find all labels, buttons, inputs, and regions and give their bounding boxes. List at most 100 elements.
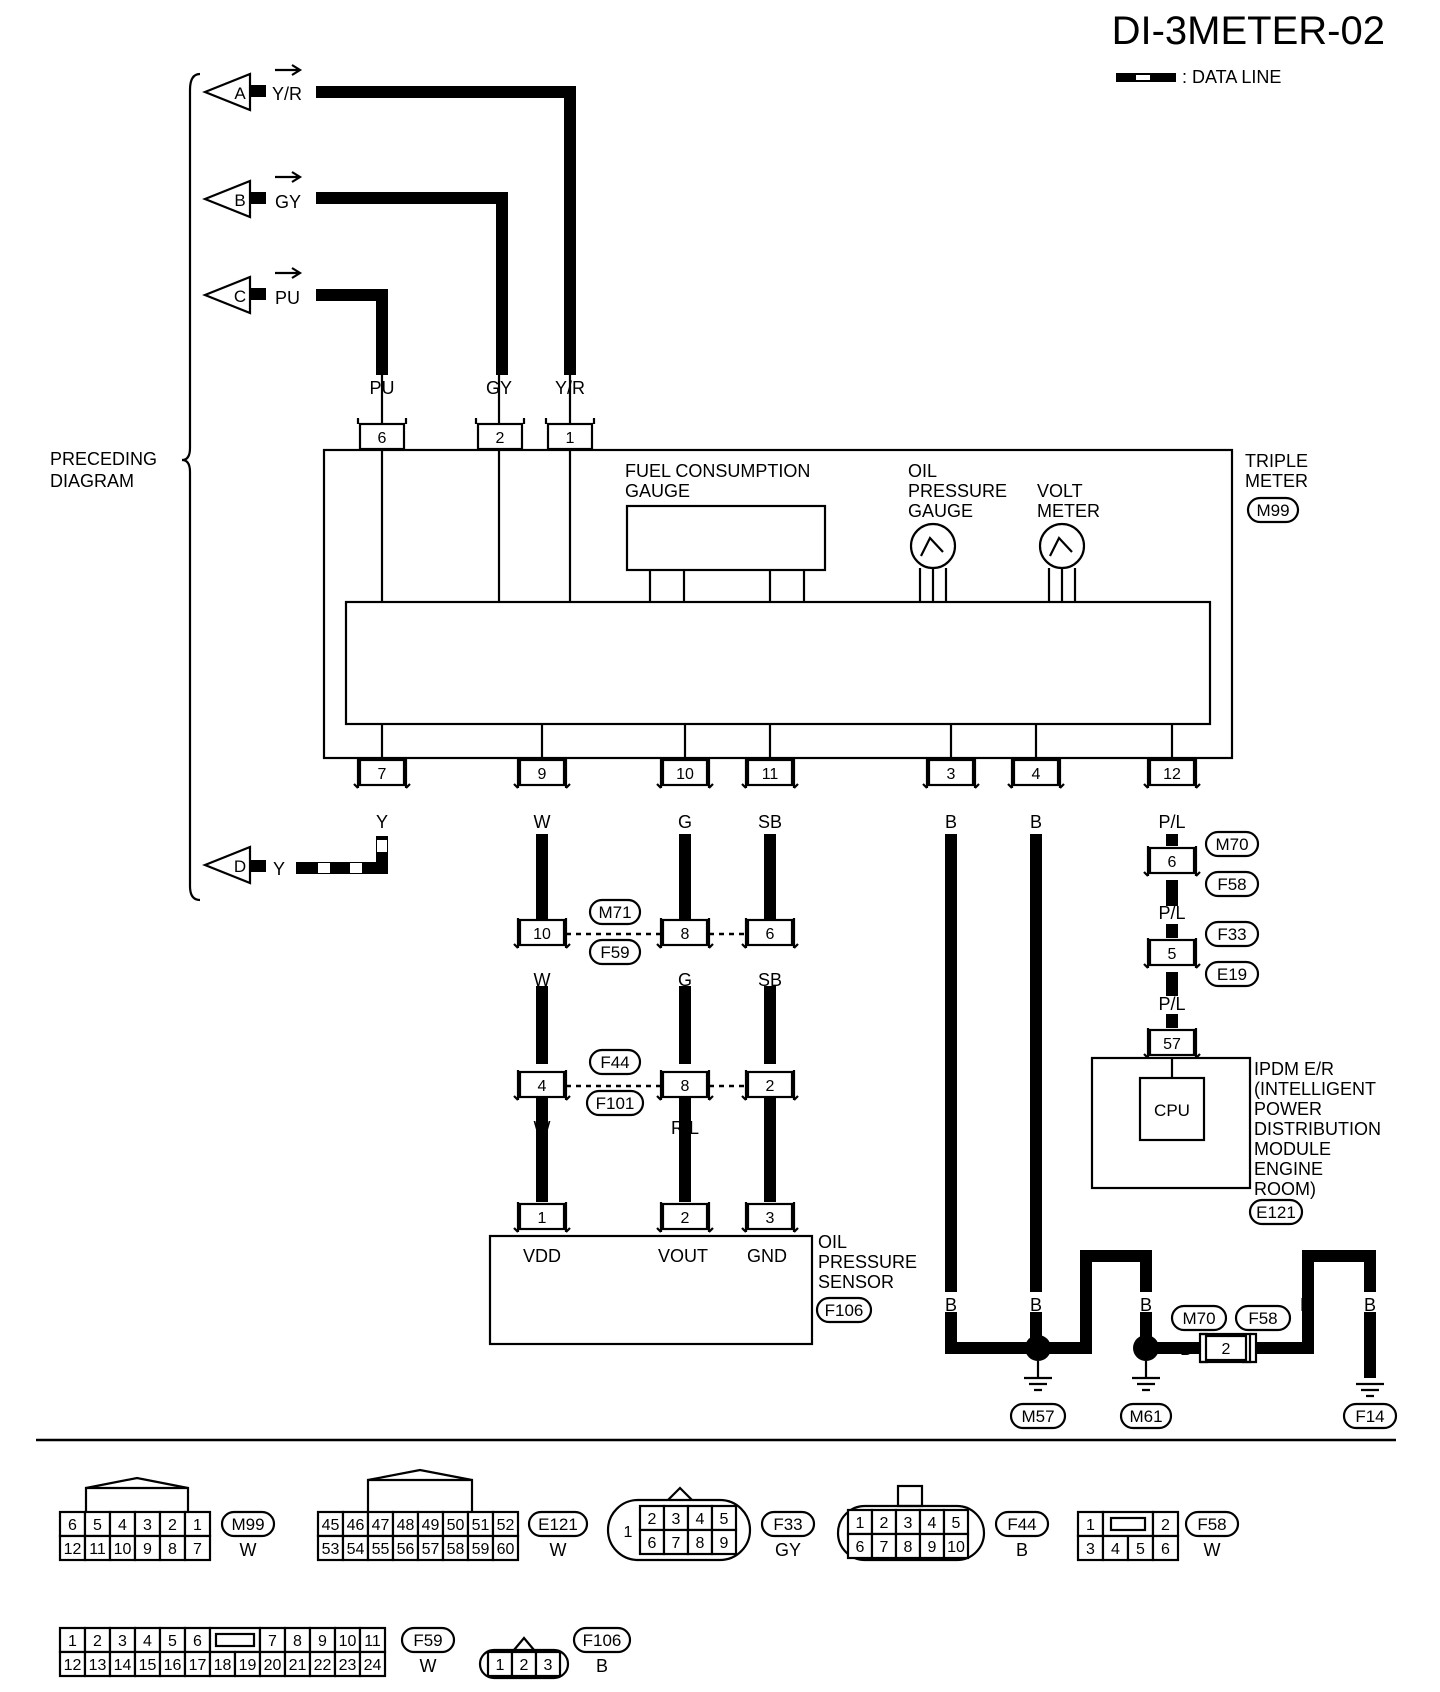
conn-f59-pin-5: 5: [168, 1633, 177, 1650]
conn-f59-pin-3: 3: [118, 1633, 127, 1650]
arrow-c-color: PU: [275, 288, 300, 308]
ipdm-name-line4: DISTRIBUTION: [1254, 1119, 1381, 1139]
conn-f59-pin-1: 1: [68, 1633, 77, 1650]
joint-row1-pin-6: 6: [741, 918, 799, 949]
oil-gauge-label-line1: OIL: [908, 461, 937, 481]
triple-meter-top-internal: [380, 450, 572, 602]
conn-e121-pin-55: 55: [372, 1541, 390, 1558]
preceding-label-line1: PRECEDING: [50, 449, 157, 469]
ipdm-name-line1: IPDM E/R: [1254, 1059, 1334, 1079]
connector-tag-m99-text: M99: [1256, 501, 1289, 520]
ipdm-name-line7: ROOM): [1254, 1179, 1316, 1199]
conn-f59-pin-15: 15: [139, 1657, 157, 1674]
joint-row1-color-g: G: [678, 970, 692, 990]
conn-f59-pin-21: 21: [289, 1657, 307, 1674]
conn-f59-pin-16: 16: [164, 1657, 182, 1674]
joint-row2-pin-2-number: 2: [766, 1078, 775, 1095]
conn-e121-pin-54: 54: [347, 1541, 365, 1558]
triple-meter-inner-box: [344, 600, 1212, 726]
bottom-pin-11: 11: [741, 758, 799, 789]
ground-node-f14: F14: [1342, 1382, 1398, 1430]
ipdm-joint2-conn-a: F33: [1217, 925, 1246, 944]
joint-row1-color-sb: SB: [758, 970, 782, 990]
ipdm-joint1-conn-a: M70: [1215, 835, 1248, 854]
oil-gauge-label-line2: PRESSURE: [908, 481, 1007, 501]
joint-row1-conn-b: F59: [600, 943, 629, 962]
joint-row2-conn-a: F44: [600, 1053, 629, 1072]
ground-joint-conn-m70: M70: [1182, 1309, 1215, 1328]
conn-view-id-f58: F58: [1197, 1515, 1226, 1534]
triple-meter-name-line2: METER: [1245, 471, 1308, 491]
bottom-pin-12-number: 12: [1163, 766, 1181, 783]
conn-f59-pin-10: 10: [339, 1633, 357, 1650]
conn-f33-pin-4: 4: [696, 1511, 705, 1528]
conn-m99-pin-7: 7: [193, 1541, 202, 1558]
wire-b-pin3: [945, 834, 1038, 1354]
conn-f33-pin-8: 8: [696, 1535, 705, 1552]
conn-f59-pin-18: 18: [214, 1657, 232, 1674]
conn-m99-pin-6: 6: [68, 1517, 77, 1534]
ipdm-connector-e121: E121: [1256, 1203, 1296, 1222]
joint-row1-pin-10: 10: [513, 918, 571, 949]
conn-f58-pin-6: 6: [1161, 1541, 1170, 1558]
joint-row2-color-w: W: [534, 1118, 551, 1138]
bottom-color-11: SB: [758, 812, 782, 832]
arrow-a-letter: A: [234, 84, 246, 103]
top-pin-6-number: 6: [378, 430, 387, 447]
conn-view-id-e121: E121: [538, 1515, 578, 1534]
data-line-legend: : DATA LINE: [1116, 67, 1281, 87]
sensor-terminal-vout: VOUT: [658, 1246, 708, 1266]
conn-m99-pin-9: 9: [143, 1541, 152, 1558]
bottom-pin-10: 10: [656, 758, 714, 789]
conn-m99-pin-2: 2: [168, 1517, 177, 1534]
conn-e121-pin-56: 56: [397, 1541, 415, 1558]
oil-gauge-symbol: [909, 522, 957, 602]
conn-f59-pin-11: 11: [364, 1633, 381, 1650]
conn-f106-pin-1: 1: [496, 1657, 505, 1674]
sensor-pin-1: 1: [513, 1202, 571, 1233]
conn-f44-pin-1: 1: [856, 1515, 865, 1532]
ipdm-color-1: P/L: [1158, 903, 1185, 923]
top-pin-leads: [380, 375, 572, 424]
conn-f59-pin-13: 13: [89, 1657, 107, 1674]
conn-e121-pin-45: 45: [322, 1517, 340, 1534]
joint-row2-pin-4-number: 4: [538, 1078, 547, 1095]
conn-f33-pin-7: 7: [672, 1535, 681, 1552]
diagram-id: DI-3METER-02: [1112, 9, 1385, 53]
joint-row1-conn-a: M71: [598, 903, 631, 922]
conn-e121-pin-53: 53: [322, 1541, 340, 1558]
sensor-name-line3: SENSOR: [818, 1272, 894, 1292]
joint-row1-pin-10-number: 10: [533, 926, 551, 943]
fuel-gauge-label-line2: GAUGE: [625, 481, 690, 501]
conn-f59-pin-22: 22: [314, 1657, 332, 1674]
conn-m99-pin-3: 3: [143, 1517, 152, 1534]
joint-row2-pin-8: 8: [656, 1070, 714, 1101]
top-pin-2-number: 2: [496, 430, 505, 447]
bottom-pin-7: 7: [353, 758, 411, 789]
fuel-gauge-leads: [648, 570, 806, 602]
arrow-d-color: Y: [273, 859, 285, 879]
joint-row1-color-w: W: [534, 970, 551, 990]
arrow-d-letter: D: [234, 857, 246, 876]
ground-color-2: B: [1030, 1295, 1042, 1315]
conn-view-color-f59: W: [420, 1656, 437, 1676]
triple-meter-bottom-internal: [380, 724, 1174, 758]
wire-y-r: [316, 86, 576, 375]
bottom-color-4: B: [1030, 812, 1042, 832]
conn-e121-pin-59: 59: [472, 1541, 490, 1558]
fuel-gauge-box: [625, 504, 827, 572]
conn-f58-pin-5: 5: [1136, 1541, 1145, 1558]
ground-label-f14: F14: [1355, 1407, 1384, 1426]
conn-f33-pin-3: 3: [672, 1511, 681, 1528]
joint-row2-pin-4: 4: [513, 1070, 571, 1101]
conn-m99-pin-5: 5: [93, 1517, 102, 1534]
conn-f58-pin-3: 3: [1086, 1541, 1095, 1558]
ipdm-name-line2: (INTELLIGENT: [1254, 1079, 1376, 1099]
bottom-color-7: Y: [376, 812, 388, 832]
ground-joint-pin-2: 2 M70 F58: [1170, 1304, 1292, 1364]
conn-view-id-f106: F106: [583, 1631, 622, 1650]
